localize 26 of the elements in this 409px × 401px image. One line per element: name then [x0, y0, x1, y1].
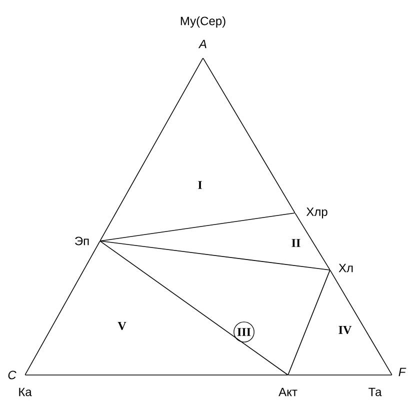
phase-line [330, 270, 392, 376]
field-numeral: II [292, 239, 300, 247]
phase-line [288, 270, 330, 376]
point-label: F [398, 368, 406, 376]
field-numeral: V [118, 322, 126, 330]
point-label: Эп [75, 236, 89, 246]
phase-line [100, 240, 288, 376]
mineral-label: Му(Сер) [180, 16, 226, 28]
phase-line [294, 212, 330, 270]
point-label: C [8, 370, 16, 380]
mineral-label: Ка [19, 388, 32, 396]
point-label: Хл [338, 264, 353, 272]
point-label: A [198, 40, 206, 48]
phase-line [24, 240, 100, 376]
point-label: Хлр [306, 208, 328, 218]
circled-numeral: III [234, 322, 254, 342]
phase-line [100, 240, 330, 270]
mineral-label: Та [368, 388, 382, 396]
point-label: Акт [278, 388, 298, 396]
phase-line [100, 58, 204, 242]
phase-line [202, 58, 296, 214]
phase-line [288, 374, 392, 376]
field-numeral: IV [338, 326, 352, 334]
phase-line [24, 374, 288, 376]
field-numeral: I [198, 181, 202, 189]
phase-line [100, 212, 296, 242]
